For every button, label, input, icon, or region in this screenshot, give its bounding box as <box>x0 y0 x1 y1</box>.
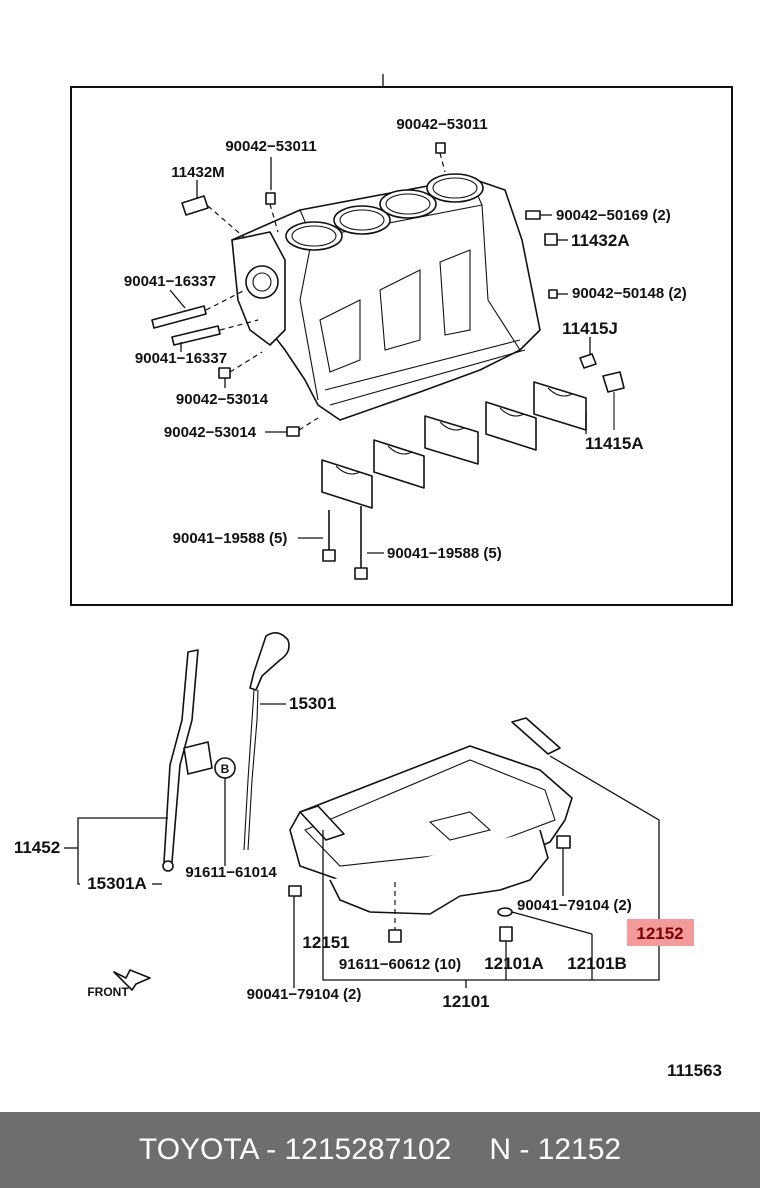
plug-50148 <box>548 289 568 299</box>
stud-16337-lower <box>171 319 259 352</box>
pin-11432m <box>181 180 246 239</box>
label-12101a: 12101A <box>484 954 544 973</box>
bearing-cap-1 <box>321 459 373 509</box>
cap-bolt <box>602 371 625 430</box>
label-11432a: 11432A <box>571 231 630 250</box>
bearing-cap-2 <box>373 439 425 489</box>
label-nut-79104-right: 90041−79104 (2) <box>517 897 632 914</box>
bearing-cap-5 <box>533 381 587 431</box>
label-bolt-top-center: 90042−53011 <box>396 116 487 133</box>
label-plug-50148: 90042−50148 (2) <box>572 285 687 302</box>
label-12152: 12152 <box>636 924 683 943</box>
bearing-cap-3 <box>424 415 479 465</box>
svg-text:B: B <box>221 762 230 776</box>
label-plug-50169: 90042−50169 (2) <box>556 207 671 224</box>
drain-plug <box>499 926 513 980</box>
label-plug-53014-upper: 90042−53014 <box>176 391 269 408</box>
plug-bolt-left <box>265 157 279 233</box>
highlight-12152 <box>627 919 694 946</box>
cylinder-block <box>231 173 541 421</box>
label-12101b: 12101B <box>567 954 627 973</box>
label-11415a: 11415A <box>585 434 644 453</box>
label-11415j: 11415J <box>562 319 618 338</box>
oil-pan-group: 11452 15301A 15301 B 91611−61014 <box>14 632 722 1080</box>
block-assembly-frame <box>70 86 733 606</box>
marker-b: B <box>214 757 236 866</box>
label-11432m: 11432M <box>171 164 224 181</box>
label-nut-79104-left: 90041−79104 (2) <box>247 986 362 1003</box>
plug-53014-lower <box>265 417 319 437</box>
label-front: FRONT <box>87 985 129 999</box>
seal-left <box>299 805 345 841</box>
footer-reference: N - 12152 <box>489 1133 622 1166</box>
label-15301a: 15301A <box>87 874 147 893</box>
dipstick <box>243 632 290 851</box>
part-footer: TOYOTA - 1215287102 N - 12152 <box>0 1112 760 1188</box>
label-11452: 11452 <box>14 838 60 857</box>
plug-11432a <box>544 233 568 246</box>
stud-16337-upper <box>151 289 246 329</box>
label-stud-16337-lower: 90041−16337 <box>135 350 227 367</box>
assembly-bracket-12101 <box>322 755 660 981</box>
label-12101: 12101 <box>442 992 489 1011</box>
plug-bolt-center <box>435 142 446 173</box>
label-gasket-60612: 91611−60612 (10) <box>339 956 461 973</box>
oil-pan-no2 <box>329 829 549 915</box>
label-oring-61014: 91611−61014 <box>185 864 277 881</box>
nut-79104-right <box>556 835 571 896</box>
plug-53014-upper <box>218 351 263 388</box>
label-bolt-top-left: 90042−53011 <box>225 138 316 155</box>
plug-50169 <box>525 210 552 220</box>
nut-79104-left <box>288 885 302 988</box>
bolt-19588-left <box>298 510 336 562</box>
label-12151: 12151 <box>302 933 349 952</box>
parts-diagram: 90042−53011 90042−53011 11432M 90042−501… <box>14 74 733 1080</box>
label-stud-16337-upper: 90041−16337 <box>124 273 216 290</box>
illustration-number: 111563 <box>667 1061 722 1080</box>
label-15301: 15301 <box>289 694 336 713</box>
label-plug-53014-lower: 90042−53014 <box>164 424 257 441</box>
front-arrow-icon <box>113 969 151 991</box>
bolt-19588-right <box>354 506 384 580</box>
cylinder-block-group: 90042−53011 90042−53011 11432M 90042−501… <box>70 74 733 606</box>
bearing-cap-4 <box>485 401 537 451</box>
label-bolt-19588-left: 90041−19588 (5) <box>173 530 288 547</box>
bolt-60612 <box>388 882 402 943</box>
footer-brand-part-number: TOYOTA - 1215287102 <box>138 1133 452 1166</box>
gauge-guide <box>162 649 213 872</box>
label-bolt-19588-right: 90041−19588 (5) <box>387 545 502 562</box>
cap-11415j <box>579 337 597 369</box>
drain-gasket <box>497 907 593 980</box>
seal-right <box>511 717 561 755</box>
